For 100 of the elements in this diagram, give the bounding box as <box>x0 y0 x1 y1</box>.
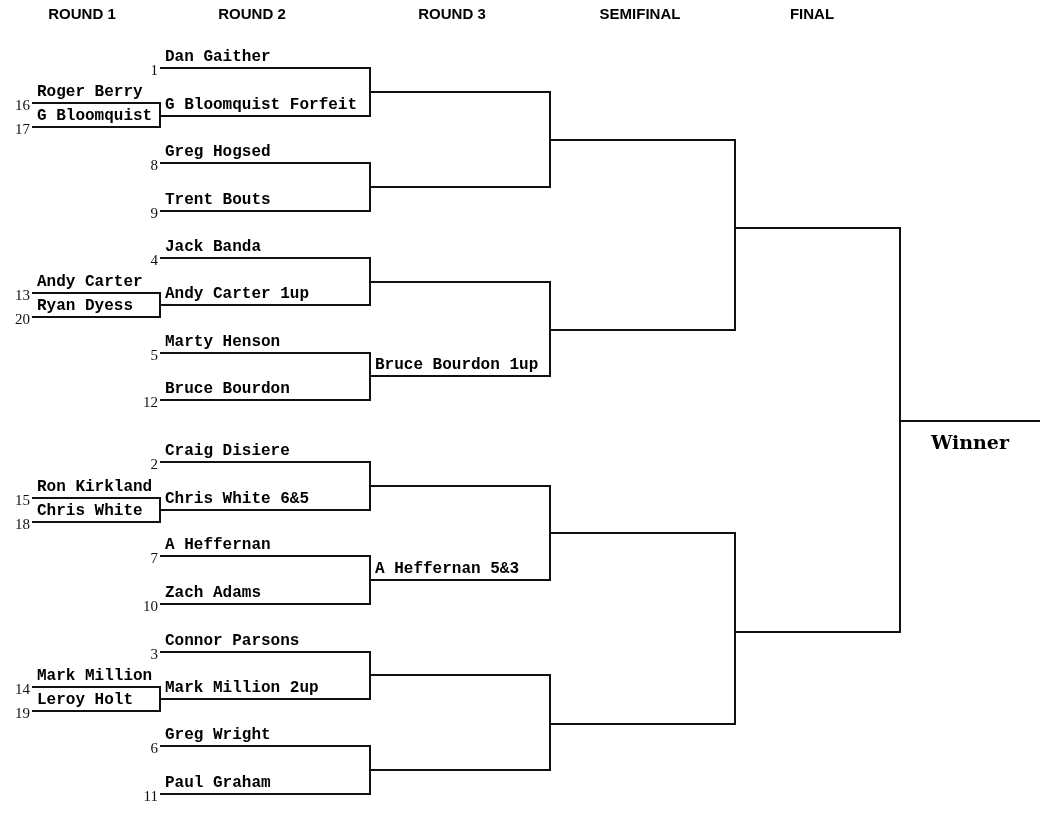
player-name: Craig Disiere <box>165 442 290 460</box>
player-name: G Bloomquist <box>37 107 153 125</box>
seed-number: 9 <box>150 206 158 221</box>
bracket-connector <box>549 532 551 581</box>
player-name: Paul Graham <box>165 774 271 792</box>
column-heading: SEMIFINAL <box>599 5 681 22</box>
bracket-connector <box>549 485 551 534</box>
bracket-slot <box>32 82 160 104</box>
bracket-slot <box>32 296 160 318</box>
player-name: Connor Parsons <box>165 632 300 650</box>
column-heading: ROUND 1 <box>48 5 116 22</box>
seed-number: 20 <box>15 312 30 327</box>
seed-number: 15 <box>15 493 30 508</box>
column-heading: ROUND 3 <box>418 5 486 22</box>
seed-number: 10 <box>143 599 158 614</box>
bracket-connector <box>159 686 161 700</box>
seed-number: 3 <box>150 647 158 662</box>
seed-number: 13 <box>15 288 30 303</box>
bracket-slot <box>160 142 370 164</box>
bracket-line <box>370 485 550 487</box>
seed-number: 7 <box>150 551 158 566</box>
bracket-connector <box>159 292 161 306</box>
bracket-line <box>370 91 550 93</box>
bracket-slot <box>160 583 370 605</box>
bracket-slot <box>32 501 160 523</box>
seed-number: 17 <box>15 122 30 137</box>
seed-number: 4 <box>150 253 158 268</box>
player-name: Trent Bouts <box>165 191 271 209</box>
seed-number: 12 <box>143 395 158 410</box>
bracket-connector <box>549 329 551 377</box>
seed-number: 18 <box>15 517 30 532</box>
player-name: Jack Banda <box>165 238 261 256</box>
bracket-line <box>370 769 550 771</box>
bracket-slot <box>160 95 370 117</box>
bracket-connector <box>899 227 901 422</box>
bracket-line <box>370 186 550 188</box>
bracket-slot <box>160 237 370 259</box>
bracket-connector <box>159 304 161 318</box>
player-name: Andy Carter <box>37 273 143 291</box>
bracket-line <box>735 631 900 633</box>
player-name: Andy Carter 1up <box>165 285 310 303</box>
player-name: Mark Million 2up <box>165 679 319 697</box>
player-name: Ryan Dyess <box>37 297 133 315</box>
bracket-line <box>550 139 735 141</box>
seed-number: 6 <box>150 741 158 756</box>
bracket-slot <box>32 477 160 499</box>
bracket-connector <box>549 674 551 725</box>
bracket-slot <box>160 284 370 306</box>
player-name: Marty Henson <box>165 333 281 351</box>
bracket-slot <box>32 106 160 128</box>
seed-number: 2 <box>150 457 158 472</box>
bracket-connector <box>734 139 736 229</box>
player-name: Roger Berry <box>37 83 143 101</box>
column-heading: FINAL <box>789 5 835 22</box>
bracket-slot <box>370 559 550 581</box>
bracket-line <box>370 281 550 283</box>
bracket-slot <box>160 725 370 747</box>
player-name: Greg Hogsed <box>165 143 271 161</box>
bracket-connector <box>369 91 371 117</box>
bracket-slot <box>160 47 370 69</box>
player-name: Zach Adams <box>165 584 261 602</box>
seed-number: 5 <box>150 348 158 363</box>
bracket-connector <box>159 102 161 117</box>
bracket-connector <box>369 186 371 212</box>
bracket-slot <box>160 678 370 700</box>
bracket-connector <box>369 281 371 306</box>
bracket-connector <box>369 352 371 377</box>
bracket-connector <box>549 723 551 771</box>
bracket-slot <box>32 690 160 712</box>
bracket-connector <box>369 375 371 401</box>
player-name: Mark Million <box>37 667 153 685</box>
bracket-slot <box>160 190 370 212</box>
bracket-connector <box>899 420 901 633</box>
bracket-connector <box>159 509 161 523</box>
bracket-connector <box>734 532 736 633</box>
bracket-slot <box>32 666 160 688</box>
player-name: A Heffernan 5&3 <box>375 560 520 578</box>
bracket-slot <box>160 535 370 557</box>
bracket-slot <box>160 773 370 795</box>
bracket-connector <box>369 651 371 676</box>
player-name: Chris White 6&5 <box>165 490 310 508</box>
bracket-connector <box>369 461 371 487</box>
bracket-slot <box>160 332 370 354</box>
seed-number: 11 <box>143 789 158 804</box>
player-name: Leroy Holt <box>37 691 133 709</box>
player-name: A Heffernan <box>165 536 271 554</box>
bracket-line <box>550 532 735 534</box>
bracket-slot <box>160 441 370 463</box>
seed-number: 1 <box>150 63 158 78</box>
player-name: Dan Gaither <box>165 48 271 66</box>
bracket-connector <box>369 769 371 795</box>
bracket-connector <box>369 555 371 581</box>
bracket-connector <box>369 67 371 93</box>
bracket-connector <box>159 698 161 712</box>
bracket-connector <box>369 579 371 605</box>
bracket-connector <box>734 227 736 331</box>
bracket-connector <box>369 745 371 771</box>
bracket-slot <box>160 489 370 511</box>
seed-number: 8 <box>150 158 158 173</box>
bracket-connector <box>734 631 736 725</box>
